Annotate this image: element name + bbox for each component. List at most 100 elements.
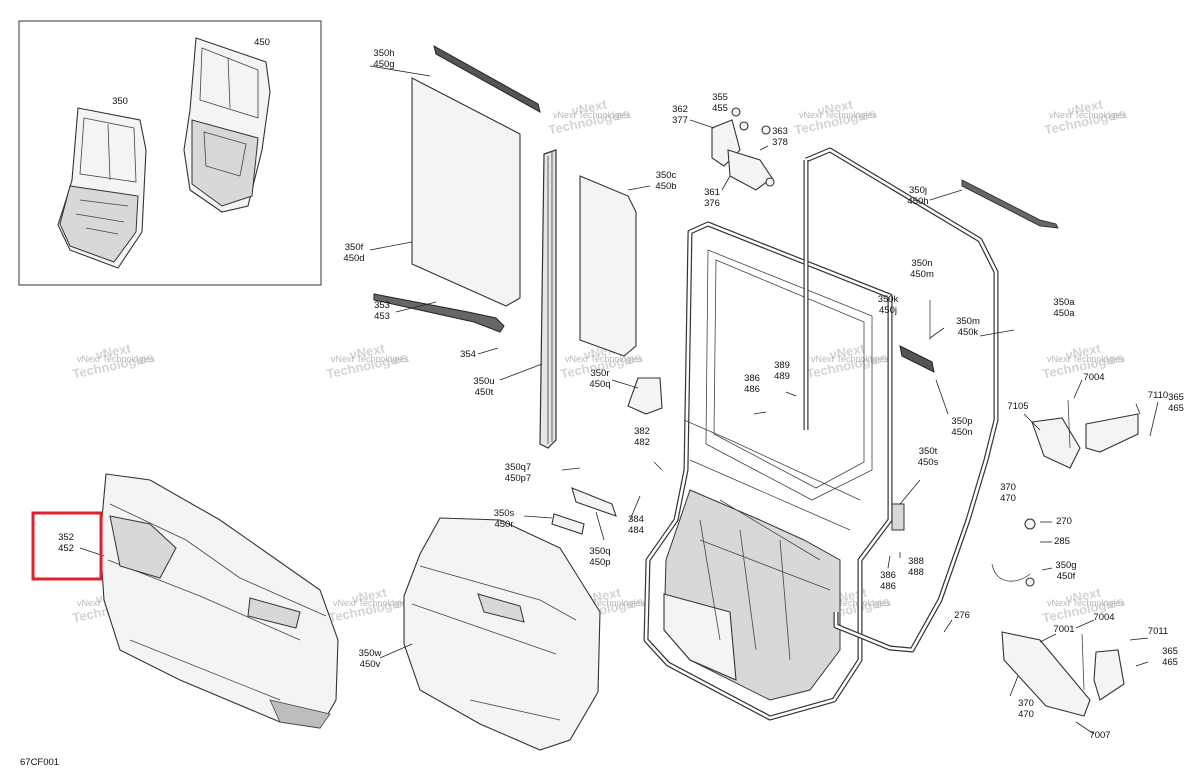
front-window-glass	[579, 175, 637, 357]
callout-label: 450k	[958, 327, 979, 338]
callout-label: 450p7	[505, 473, 531, 484]
watermark-text: vNext	[1066, 96, 1104, 118]
callout-label: 350t	[919, 446, 938, 457]
latch-350r	[627, 377, 663, 415]
callout-label: 488	[908, 567, 924, 578]
callout-label: 354	[460, 349, 476, 360]
callout-label: 382	[634, 426, 650, 437]
callout-label: 350q	[589, 546, 610, 557]
callout-label: 350u	[473, 376, 494, 387]
callout-label: 452	[58, 543, 74, 554]
handle-350s	[551, 513, 585, 535]
watermark-text: vNext Technologies	[553, 110, 631, 120]
callout-label: 363	[772, 126, 788, 137]
callout-label: 350m	[956, 316, 980, 327]
inset-door-left	[57, 107, 147, 269]
drawing-code: 67CF001	[20, 757, 59, 768]
watermark-text: vNext	[1064, 340, 1102, 362]
watermark-text: vNext	[94, 340, 132, 362]
lower-hinge-7001	[1001, 631, 1125, 717]
callout-label: 453	[374, 311, 390, 322]
callout-label: 388	[908, 556, 924, 567]
watermark-text: vNext Technologies	[331, 354, 409, 364]
callout-label: 350q7	[505, 462, 531, 473]
watermark-text: vNext Technologies	[77, 354, 155, 364]
callout-label: 365	[1162, 646, 1178, 657]
watermark-text: vNext	[570, 96, 608, 118]
callout-label: 450n	[951, 427, 972, 438]
callout-label: 450g	[373, 59, 394, 70]
watermark-text: vNext Technologies	[813, 598, 891, 608]
ground-strap	[991, 563, 1031, 582]
watermark-text: vNext Technologies	[1047, 354, 1125, 364]
callout-label: 350p	[951, 416, 972, 427]
callout-label: 361	[704, 187, 720, 198]
callout-label: 450q	[589, 379, 610, 390]
outer-door-frame-350a	[803, 147, 999, 653]
callout-label: 450d	[343, 253, 364, 264]
callout-label: 384	[628, 514, 644, 525]
rear-window-glass	[411, 77, 521, 307]
watermark-text: vNext Technologies	[799, 110, 877, 120]
inner-handle	[899, 345, 935, 373]
weatherstrip-top	[433, 45, 541, 113]
callout-label: 350j	[909, 185, 927, 196]
callout-label: 270	[1056, 516, 1072, 527]
watermark-text: vNext Technologies	[1049, 110, 1127, 120]
callout-label: 465	[1162, 657, 1178, 668]
callout-label: 450v	[360, 659, 381, 670]
callout-label: 276	[954, 610, 970, 621]
callout-label: 386	[880, 570, 896, 581]
callout-label: 450b	[655, 181, 676, 192]
callout-label: 7105	[1007, 401, 1028, 412]
inset-door-right	[183, 37, 271, 213]
left-door-trim	[99, 473, 339, 729]
callout-labels: 350450350h450g350f450d353453354350u450t3…	[58, 37, 1184, 741]
highlight-box-352	[31, 511, 103, 581]
callout-label: 450r	[494, 519, 513, 530]
callout-label: 450t	[475, 387, 494, 398]
callout-label: 365	[1168, 392, 1184, 403]
callout-label: 455	[712, 103, 728, 114]
watermark-text: vNext Technologies	[567, 598, 645, 608]
callout-label: 350	[112, 96, 128, 107]
callout-label: 486	[880, 581, 896, 592]
callout-label: 450m	[910, 269, 934, 280]
handle-350q	[571, 487, 617, 517]
callout-label: 370	[1018, 698, 1034, 709]
callout-label: 484	[628, 525, 644, 536]
callout-label: 370	[1000, 482, 1016, 493]
callout-label: 350h	[373, 48, 394, 59]
leader-lines	[79, 65, 1159, 735]
bottom-seal	[373, 293, 505, 333]
upper-hinge-7105	[1031, 399, 1139, 469]
callout-label: 378	[772, 137, 788, 148]
callout-label: 285	[1054, 536, 1070, 547]
callout-label: 450f	[1057, 571, 1076, 582]
callout-label: 465	[1168, 403, 1184, 414]
callout-label: 450p	[589, 557, 610, 568]
inset-overview-box	[18, 20, 322, 286]
callout-label: 350n	[911, 258, 932, 269]
callout-label: 362	[672, 104, 688, 115]
watermark-text: vNext Technologies	[1047, 598, 1125, 608]
callout-label: 470	[1018, 709, 1034, 720]
callout-label: 352	[58, 532, 74, 543]
watermark-text: vNext Technologies	[333, 598, 411, 608]
callout-label: 450s	[918, 457, 939, 468]
watermark-text: vNext Technologies	[811, 354, 889, 364]
callout-label: 386	[744, 373, 760, 384]
callout-label: 353	[374, 300, 390, 311]
watermark-text: vNext	[348, 340, 386, 362]
watermark-text: vNext	[828, 340, 866, 362]
callout-label: 7004	[1083, 372, 1104, 383]
callout-label: 450h	[907, 196, 928, 207]
lower-door-panel	[403, 517, 601, 751]
callout-label: 7011	[1148, 626, 1168, 637]
callout-label: 7007	[1089, 730, 1110, 741]
callout-label: 450a	[1053, 308, 1075, 319]
callout-label: 7001	[1053, 624, 1074, 635]
upper-hinge-parts	[711, 107, 775, 191]
watermark-text: vNext	[1064, 584, 1102, 606]
